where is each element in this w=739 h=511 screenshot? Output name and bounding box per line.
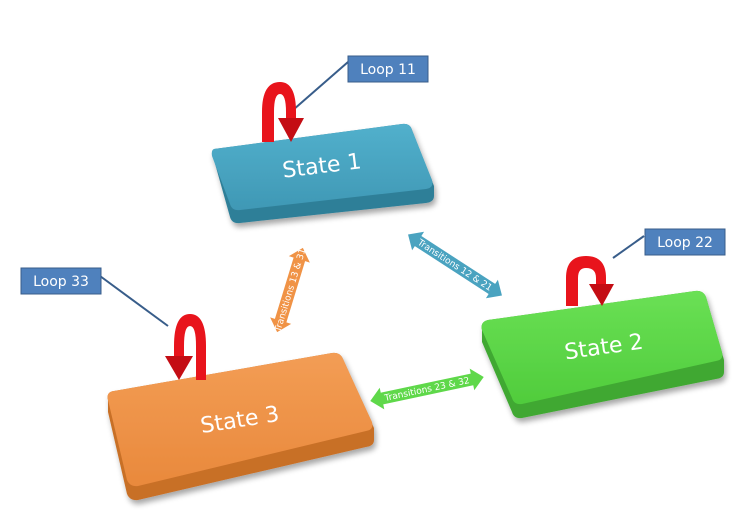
transitions-23-32-arrow[interactable]: Transitions 23 & 32: [368, 366, 486, 412]
state-2-box[interactable]: [481, 290, 724, 419]
loop-22-label: Loop 22: [657, 235, 713, 251]
transitions-12-21-label: Transitions 12 & 21: [415, 237, 494, 293]
transitions-13-31-arrow[interactable]: Transitions 13 & 31: [267, 245, 314, 336]
state-1-box[interactable]: [211, 123, 434, 224]
transitions-12-21-arrow[interactable]: Transitions 12 & 21: [402, 225, 508, 304]
loop-11-leader: [292, 61, 349, 111]
state-3-box[interactable]: [107, 352, 374, 501]
loop-33-label: Loop 33: [33, 274, 89, 290]
loop-11-arrow-icon: [262, 82, 304, 142]
loop-11-label: Loop 11: [360, 62, 416, 78]
loop-22-leader: [612, 235, 645, 259]
loop-33-leader: [99, 275, 169, 327]
transitions-13-31-label: Transitions 13 & 31: [273, 247, 308, 334]
loop-33-arrow-icon: [165, 314, 206, 380]
loop-33-callout: Loop 33: [20, 267, 102, 295]
loop-22-arrow-icon: [566, 256, 614, 306]
loop-11-callout: Loop 11: [347, 55, 429, 83]
loop-22-callout: Loop 22: [644, 228, 726, 256]
